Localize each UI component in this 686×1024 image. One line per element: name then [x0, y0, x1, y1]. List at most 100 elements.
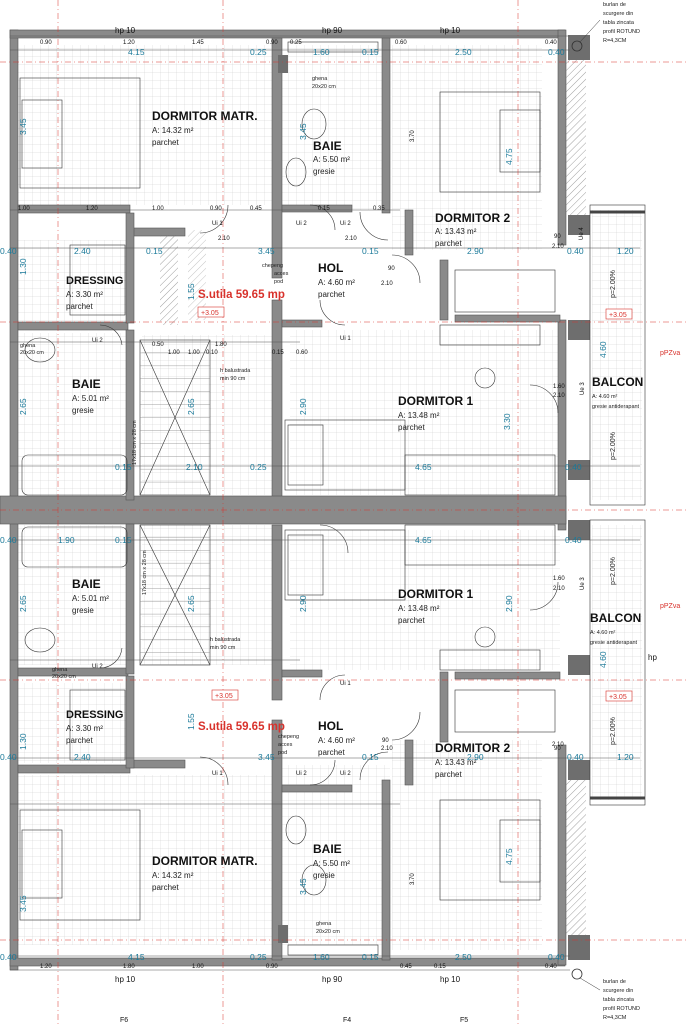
dim-value: 2.65 [186, 595, 196, 612]
top-blue-row: 4.15 0.25 1.60 0.15 2.50 0.40 [128, 47, 565, 57]
room-area: A: 5.01 m² [72, 394, 109, 403]
chepeng-note: pod [278, 750, 287, 756]
balustrada-note: min 90 cm [210, 645, 236, 651]
dim-value: 2.65 [18, 595, 28, 612]
dim-value: 1.30 [18, 733, 28, 750]
door-label: Ui 2 [296, 771, 307, 777]
balustrada-note: h balustrada [210, 637, 241, 643]
door-label: Ui 1 [212, 221, 223, 227]
room-area: A: 5.50 m² [313, 859, 350, 868]
room-area: A: 4.60 m² [318, 736, 355, 745]
dim-value: 1.00 [168, 350, 180, 356]
dim-value: 4.75 [504, 848, 514, 865]
room-name: DORMITOR 1 [398, 394, 473, 408]
room-area: A: 4.60 m² [318, 278, 355, 287]
dim-value: 0.90 [266, 40, 278, 46]
room-finish: gresie [313, 167, 335, 176]
dim-value: 2.65 [18, 398, 28, 415]
dim-value: 4.65 [415, 535, 432, 545]
bed-icon [19, 77, 141, 189]
bed-icon [19, 809, 141, 921]
ghena-note: 20x20 cm [316, 929, 340, 935]
dim-value: 1.60 [313, 952, 330, 962]
balustrada-note: min 90 cm [220, 376, 246, 382]
room-finish: parchet [318, 290, 345, 299]
dim-value: 1.90 [58, 535, 75, 545]
door-label: Ui 1 [212, 771, 223, 777]
room-finish: parchet [66, 302, 93, 311]
row5-dimensions: 1.90 0.15 4.65 0.40 [58, 535, 582, 545]
slope-note: p=2.00% [610, 432, 617, 460]
slope-note: p=2.00% [610, 717, 617, 745]
burlan-line-3: tabla zincata [603, 997, 635, 1003]
dim-value: 0.15 [115, 535, 132, 545]
room-finish: parchet [435, 770, 462, 779]
hp-labels: hp 10 hp 90 hp 10 hp 10 hp 90 hp 10 hp F… [115, 26, 657, 1024]
mid-dimension-row: 1.00 1.20 1.00 0.90 0.45 0.15 0.35 [18, 206, 385, 212]
door-label: 90 [382, 738, 389, 744]
room-area: A: 5.01 m² [72, 594, 109, 603]
dim-value: 0.40 [565, 535, 582, 545]
dim-value: 3.70 [410, 130, 416, 142]
room-finish: parchet [152, 883, 179, 892]
dim-value: 1.00 [18, 206, 30, 212]
level-marker: +3.05 [609, 694, 627, 701]
door-label: 2.10 [218, 236, 230, 242]
door-label: 90 [388, 266, 395, 272]
doors [99, 204, 559, 786]
burlan-line-3: tabla zincata [603, 20, 635, 26]
dim-value: 0.90 [266, 964, 278, 970]
dim-value: 2.50 [455, 952, 472, 962]
dim-value: 1.80 [215, 342, 227, 348]
dim-value: 1.20 [123, 40, 135, 46]
dim-value: 1.80 [123, 964, 135, 970]
level-marker: +3.05 [201, 310, 219, 317]
stair-note: 17x18 cm x 28 cm [142, 550, 148, 595]
dim-value: 3.45 [18, 118, 28, 135]
room-finish: parchet [66, 736, 93, 745]
door-label: Ui 2 [340, 771, 351, 777]
usable-area-label: S.utila 59.65 mp [198, 289, 285, 301]
ghena-note: ghena [312, 76, 328, 82]
dim-value: 0.60 [296, 350, 308, 356]
room-finish: gresie antiderapant [590, 640, 638, 646]
room-name: BAIE [313, 842, 342, 856]
room-area: A: 5.50 m² [313, 155, 350, 164]
slope-note: p=2.00% [610, 557, 617, 585]
toilet-icon [301, 108, 327, 140]
chair-icon [474, 367, 496, 389]
room-name: DORMITOR 1 [398, 587, 473, 601]
dim-value: 0.25 [290, 40, 302, 46]
room-name: DORMITOR 2 [435, 741, 510, 755]
room-area: A: 4.60 m² [590, 630, 616, 636]
burlan-line-5: R=4,3CM [603, 38, 627, 44]
room-name: BALCON [592, 375, 643, 389]
dim-value: 4.60 [598, 341, 608, 358]
dim-value: 2.10 [186, 462, 203, 472]
dim-value: 2.90 [467, 752, 484, 762]
toilet-icon [24, 337, 56, 363]
dim-value: 0.40 [0, 535, 17, 545]
room-finish: gresie [313, 871, 335, 880]
ghena-note: 20x20 cm [312, 84, 336, 90]
room-name: HOL [318, 261, 343, 275]
usable-area-label: S.utila 59.65 mp [198, 721, 285, 733]
room-area: A: 14.32 m² [152, 126, 194, 135]
ghena-note: ghena [316, 921, 332, 927]
door-label: Ui 2 [296, 221, 307, 227]
hp90-label: hp 90 [322, 975, 343, 984]
dim-value: 0.60 [395, 40, 407, 46]
dim-value: 0.45 [400, 964, 412, 970]
dim-value: 1.00 [188, 350, 200, 356]
dim-value: 2.40 [74, 752, 91, 762]
dim-value: 0.25 [250, 462, 267, 472]
dim-value: 4.15 [128, 47, 145, 57]
room-finish: parchet [398, 616, 425, 625]
axis-label: F4 [343, 1017, 351, 1024]
dim-value: 2.90 [467, 246, 484, 256]
shower-icon [287, 944, 379, 956]
drain-note-top: burlan de scurgere din tabla zincata pro… [571, 2, 640, 52]
burlan-line-4: profil ROTUND [603, 1006, 640, 1012]
axis-label: F5 [460, 1017, 468, 1024]
